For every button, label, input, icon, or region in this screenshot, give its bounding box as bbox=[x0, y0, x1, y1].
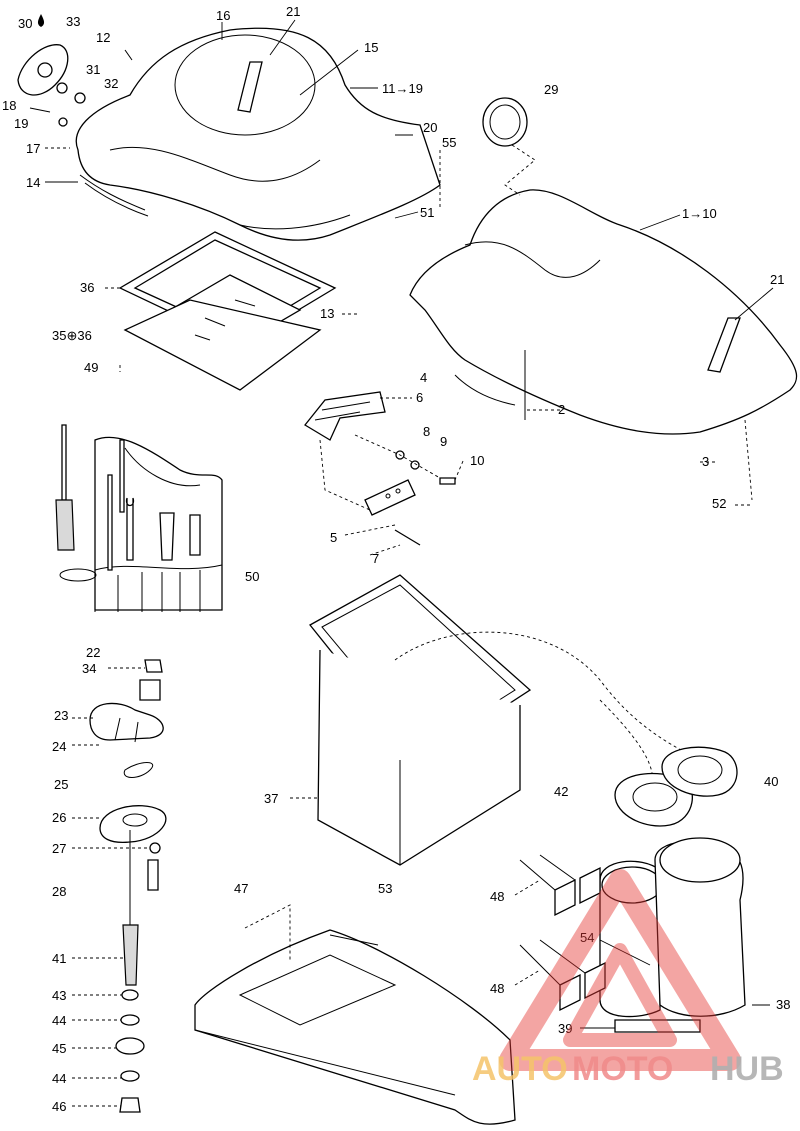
callout-27: 27 bbox=[52, 841, 66, 856]
callout-43: 43 bbox=[52, 988, 66, 1003]
callout-53: 53 bbox=[378, 881, 392, 896]
callout-14: 14 bbox=[26, 175, 40, 190]
vent-covers bbox=[614, 746, 738, 827]
callout-18: 18 bbox=[2, 98, 16, 113]
callout-21-hull: 21 bbox=[770, 272, 784, 287]
seat-assembly bbox=[75, 27, 441, 241]
watermark-logo: AUTO MOTO HUB bbox=[472, 869, 784, 1088]
callout-34: 34 bbox=[82, 661, 96, 676]
callout-labels: 30 33 16 21 12 15 31 11→19 18 32 19 29 2… bbox=[2, 4, 790, 1114]
callout-32: 32 bbox=[104, 76, 118, 91]
callout-12: 12 bbox=[96, 30, 110, 45]
callout-23: 23 bbox=[54, 708, 68, 723]
callout-26: 26 bbox=[52, 810, 66, 825]
callout-9: 9 bbox=[440, 434, 447, 449]
callout-40: 40 bbox=[764, 774, 778, 789]
watermark-moto: MOTO bbox=[572, 1050, 673, 1088]
callout-22: 22 bbox=[86, 645, 100, 660]
hull-top-cover bbox=[409, 189, 798, 435]
callout-17: 17 bbox=[26, 141, 40, 156]
callout-19: 19 bbox=[14, 116, 28, 131]
callout-15: 15 bbox=[364, 40, 378, 55]
callout-44-lower: 44 bbox=[52, 1071, 66, 1086]
callout-7: 7 bbox=[372, 551, 379, 566]
callout-49: 49 bbox=[84, 360, 98, 375]
callout-51: 51 bbox=[420, 205, 434, 220]
callout-4: 4 bbox=[420, 370, 427, 385]
watermark-hub: HUB bbox=[710, 1050, 784, 1088]
callout-24: 24 bbox=[52, 739, 66, 754]
callout-45: 45 bbox=[52, 1041, 66, 1056]
callout-21-seat: 21 bbox=[286, 4, 300, 19]
callout-46: 46 bbox=[52, 1099, 66, 1114]
watermark-auto: AUTO bbox=[472, 1050, 568, 1088]
tool-kit-pouch bbox=[55, 424, 223, 612]
callout-8: 8 bbox=[423, 424, 430, 439]
callout-37: 37 bbox=[264, 791, 278, 806]
callout-33: 33 bbox=[66, 14, 80, 29]
callout-11-19: 11→19 bbox=[382, 81, 423, 96]
callout-39: 39 bbox=[558, 1021, 572, 1036]
callout-38: 38 bbox=[776, 997, 790, 1012]
callout-36: 36 bbox=[80, 280, 94, 295]
hinge-bracket bbox=[304, 391, 456, 546]
callout-52: 52 bbox=[712, 496, 726, 511]
callout-29: 29 bbox=[544, 82, 558, 97]
vent-gasket bbox=[482, 97, 528, 147]
callout-48-lower: 48 bbox=[490, 981, 504, 996]
callout-48-upper: 48 bbox=[490, 889, 504, 904]
callout-55: 55 bbox=[442, 135, 456, 150]
storage-bin bbox=[309, 574, 701, 866]
callout-44-upper: 44 bbox=[52, 1013, 66, 1028]
callout-10: 10 bbox=[470, 453, 484, 468]
leader-lines bbox=[45, 19, 774, 1107]
glove-box-lid bbox=[194, 904, 516, 1125]
callout-25: 25 bbox=[54, 777, 68, 792]
callout-54: 54 bbox=[580, 930, 594, 945]
callout-50: 50 bbox=[245, 569, 259, 584]
callout-6: 6 bbox=[416, 390, 423, 405]
latch-assembly bbox=[89, 659, 167, 1113]
seat-gasket-frames bbox=[118, 231, 337, 391]
vent-tubes bbox=[519, 837, 746, 1033]
callout-41: 41 bbox=[52, 951, 66, 966]
callout-30: 30 bbox=[18, 16, 32, 31]
callout-47: 47 bbox=[234, 881, 248, 896]
warning-triangle-icon bbox=[499, 869, 741, 1071]
callout-1-10: 1→10 bbox=[682, 206, 717, 221]
oil-drop-icon bbox=[37, 14, 45, 27]
callout-16: 16 bbox=[216, 8, 230, 23]
callout-42: 42 bbox=[554, 784, 568, 799]
callout-20: 20 bbox=[423, 120, 437, 135]
callout-35-36: 35⊕36 bbox=[52, 328, 92, 343]
callout-3: 3 bbox=[702, 454, 709, 469]
callout-2: 2 bbox=[558, 402, 565, 417]
callout-5: 5 bbox=[330, 530, 337, 545]
callout-13: 13 bbox=[320, 306, 334, 321]
callout-28: 28 bbox=[52, 884, 66, 899]
callout-31: 31 bbox=[86, 62, 100, 77]
seat-latch-plate bbox=[17, 44, 133, 127]
